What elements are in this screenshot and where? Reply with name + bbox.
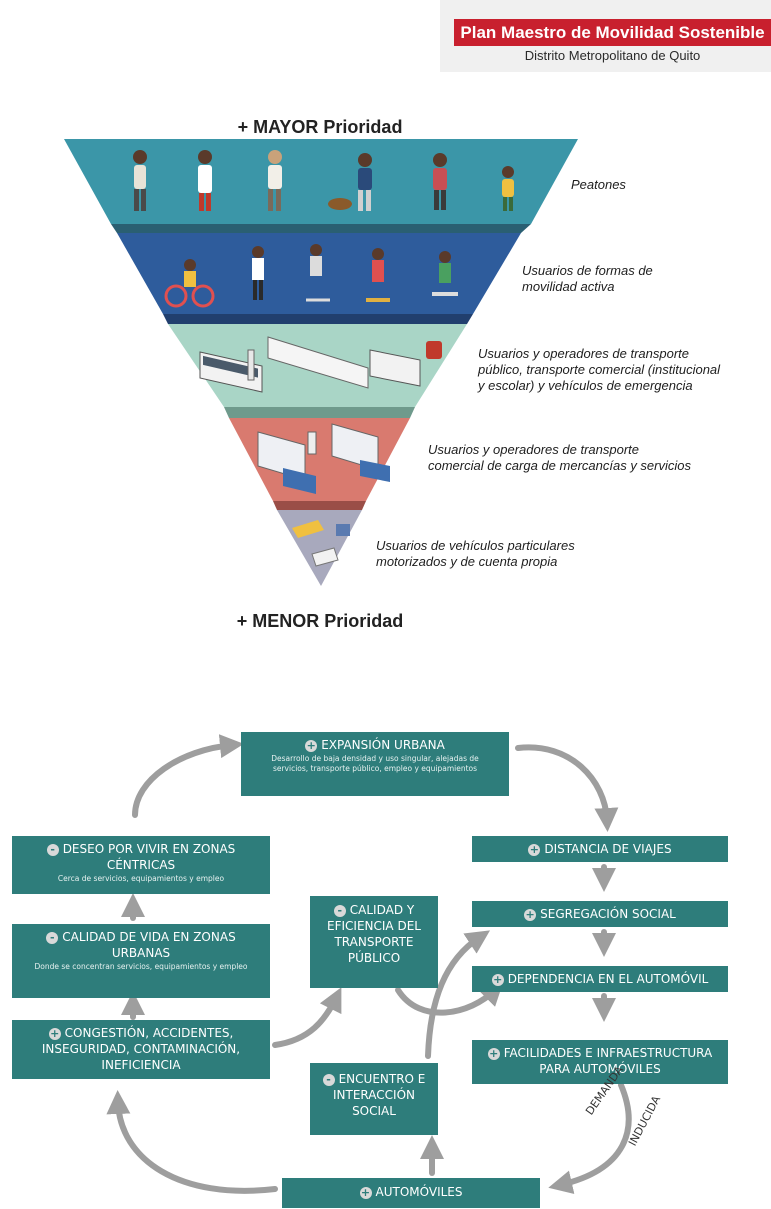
person-icon bbox=[328, 153, 372, 211]
bottom-priority-label: + MENOR Prioridad bbox=[236, 611, 404, 631]
person-icon bbox=[252, 246, 264, 300]
stop-sign-icon bbox=[247, 349, 255, 381]
scooter-icon bbox=[306, 244, 330, 302]
box-calidad-vida: -CALIDAD DE VIDA EN ZONAS URBANAS Donde … bbox=[12, 924, 270, 998]
truck-icon bbox=[257, 431, 316, 494]
car-icon bbox=[336, 524, 350, 536]
arrow-expansion-to-distancia bbox=[515, 744, 619, 832]
pyramid-band-4-bottom bbox=[273, 501, 366, 510]
pyramid-level-freight bbox=[229, 418, 410, 501]
bus-icon bbox=[199, 351, 263, 393]
pyramid-band-2-bottom bbox=[163, 314, 473, 324]
pyramid-level-private-vehicles bbox=[277, 510, 362, 586]
fuel-pump-icon bbox=[307, 431, 317, 455]
cable-car-icon bbox=[426, 341, 442, 359]
private-vehicle-figures bbox=[292, 520, 350, 567]
pyramid-level-pedestrians bbox=[64, 139, 578, 224]
pedestrian-figures bbox=[133, 150, 514, 211]
person-icon bbox=[268, 150, 282, 211]
box-distancia-viajes: +DISTANCIA DE VIAJES bbox=[472, 836, 728, 862]
arrow-automoviles-to-congestion bbox=[106, 1090, 278, 1194]
arrow-facilidades-to-automoviles bbox=[548, 1082, 632, 1194]
arrow-congestion-to-calidad-tp bbox=[272, 987, 342, 1048]
box-deseo-vivir: -DESEO POR VIVIR EN ZONAS CÉNTRICAS Cerc… bbox=[12, 836, 270, 894]
pyramid-band-3-bottom bbox=[224, 407, 415, 418]
box-segregacion-social: +SEGREGACIÓN SOCIAL bbox=[472, 901, 728, 927]
arrow-calidad-tp-to-dependencia bbox=[395, 981, 504, 1016]
top-priority-label: + MAYOR Prioridad bbox=[237, 117, 403, 137]
skateboard-icon bbox=[366, 248, 390, 302]
arrow-encuentro-to-segregacion bbox=[425, 930, 491, 1059]
box-automoviles: +AUTOMÓVILES bbox=[282, 1178, 540, 1208]
brt-bus-icon bbox=[267, 336, 369, 389]
pyramid-band-1-bottom bbox=[111, 224, 531, 233]
minibus-icon bbox=[369, 349, 421, 387]
plan-title: Plan Maestro de Movilidad Sostenible bbox=[454, 19, 771, 46]
public-transport-figures bbox=[199, 336, 442, 393]
person-icon bbox=[433, 153, 447, 210]
plan-subtitle: Distrito Metropolitano de Quito bbox=[524, 48, 701, 63]
box-dependencia-automovil: +DEPENDENCIA EN EL AUTOMÓVIL bbox=[472, 966, 728, 992]
cycle-arrows bbox=[106, 734, 632, 1194]
rollerblade-icon bbox=[432, 251, 458, 296]
box-facilidades-infraestructura: +FACILIDADES E INFRAESTRUCTURA PARA AUTO… bbox=[472, 1040, 728, 1084]
box-encuentro-social: -ENCUENTRO E INTERACCIÓN SOCIAL bbox=[310, 1063, 438, 1135]
box-calidad-transporte-publico: -CALIDAD Y EFICIENCIA DEL TRANSPORTE PÚB… bbox=[310, 896, 438, 988]
person-icon bbox=[133, 150, 147, 211]
truck-icon bbox=[331, 423, 390, 482]
header-badge: Plan Maestro de Movilidad Sostenible Dis… bbox=[440, 0, 771, 72]
box-expansion-urbana: +EXPANSIÓN URBANA Desarrollo de baja den… bbox=[241, 732, 509, 796]
bicycle-icon bbox=[164, 259, 215, 308]
person-icon bbox=[502, 166, 514, 211]
level-label-pedestrians: Peatones bbox=[571, 177, 626, 192]
box-congestion: +CONGESTIÓN, ACCIDENTES, INSEGURIDAD, CO… bbox=[12, 1020, 270, 1079]
car-icon bbox=[311, 547, 339, 567]
freight-figures bbox=[257, 423, 390, 494]
active-mobility-figures bbox=[164, 244, 458, 308]
person-icon bbox=[198, 150, 212, 211]
arrow-deseo-to-expansion bbox=[132, 734, 244, 818]
car-icon bbox=[292, 520, 324, 538]
